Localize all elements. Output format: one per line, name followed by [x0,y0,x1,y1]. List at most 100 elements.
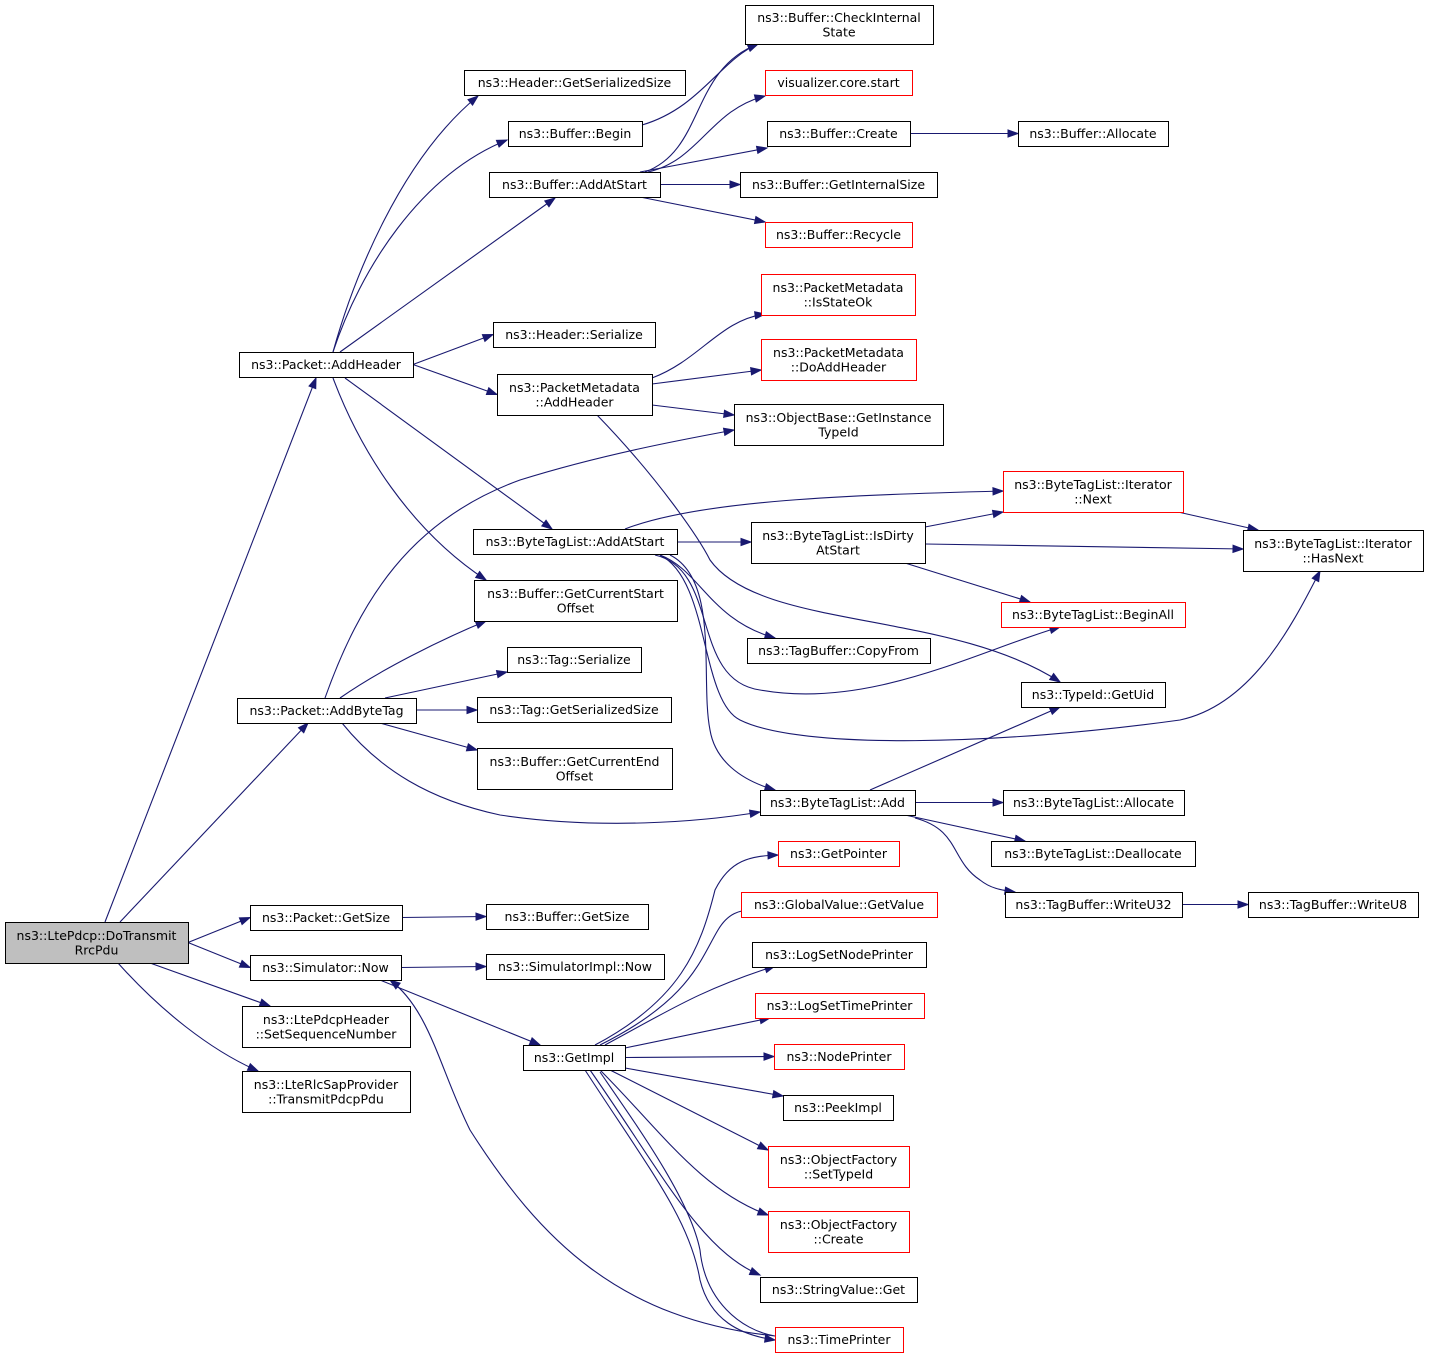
function-node-btl-deallocate[interactable]: ns3::ByteTagList::Deallocate [991,841,1196,867]
function-node-buf-recycle[interactable]: ns3::Buffer::Recycle [765,222,913,248]
function-node-hdr-getsersize[interactable]: ns3::Header::GetSerializedSize [464,70,686,96]
node-box[interactable] [250,905,403,931]
function-node-pkt-getsize[interactable]: ns3::Packet::GetSize [250,905,403,931]
node-box[interactable] [734,404,944,446]
function-node-tag-serialize[interactable]: ns3::Tag::Serialize [507,647,642,673]
node-box[interactable] [741,892,938,918]
function-node-btl-iter-next[interactable]: ns3::ByteTagList::Iterator::Next [1003,471,1184,513]
function-node-buf-getinternalsize[interactable]: ns3::Buffer::GetInternalSize [740,172,938,198]
node-box[interactable] [751,522,926,564]
function-node-stringvalue-get[interactable]: ns3::StringValue::Get [760,1277,918,1303]
function-node-btl-add[interactable]: ns3::ByteTagList::Add [760,790,916,816]
node-box[interactable] [1021,682,1166,708]
function-node-peekimpl[interactable]: ns3::PeekImpl [783,1095,894,1121]
node-box[interactable] [768,1211,910,1253]
node-box[interactable] [760,790,916,816]
node-box[interactable] [508,121,643,147]
node-box[interactable] [486,954,665,980]
node-box[interactable] [474,580,678,622]
node-box[interactable] [523,1045,626,1071]
function-node-getpointer[interactable]: ns3::GetPointer [778,841,900,867]
function-node-of-create[interactable]: ns3::ObjectFactory::Create [768,1211,910,1253]
function-node-pm-doaddheader[interactable]: ns3::PacketMetadata::DoAddHeader [761,339,917,381]
function-node-pm-addheader[interactable]: ns3::PacketMetadata::AddHeader [497,374,653,416]
node-box[interactable] [237,698,417,724]
node-box[interactable] [507,647,642,673]
node-box[interactable] [493,322,656,348]
function-node-tagbuf-writeu8[interactable]: ns3::TagBuffer::WriteU8 [1248,892,1419,918]
node-box[interactable] [752,942,927,968]
node-box[interactable] [239,352,414,378]
function-node-timeprinter[interactable]: ns3::TimePrinter [775,1327,904,1353]
node-box[interactable] [760,1277,918,1303]
function-node-viz-start[interactable]: visualizer.core.start [765,70,913,96]
function-node-pkt-addheader[interactable]: ns3::Packet::AddHeader [239,352,414,378]
node-box[interactable] [775,1327,904,1353]
node-box[interactable] [489,172,661,198]
node-box[interactable] [778,841,900,867]
function-node-nodeprinter[interactable]: ns3::NodePrinter [774,1044,905,1070]
node-box[interactable] [765,70,913,96]
node-box[interactable] [473,529,678,555]
node-box[interactable] [765,222,913,248]
function-node-btl-addatstart[interactable]: ns3::ByteTagList::AddAtStart [473,529,678,555]
function-node-typeid-getuid[interactable]: ns3::TypeId::GetUid [1021,682,1166,708]
node-box[interactable] [783,1095,894,1121]
function-node-simimpl-now[interactable]: ns3::SimulatorImpl::Now [486,954,665,980]
node-box[interactable] [755,993,925,1019]
function-node-pkt-addbytetag[interactable]: ns3::Packet::AddByteTag [237,698,417,724]
node-box[interactable] [242,1006,411,1048]
node-box[interactable] [1018,121,1169,147]
function-node-getimpl[interactable]: ns3::GetImpl [523,1045,626,1071]
node-box[interactable] [747,638,931,664]
function-node-gv-getvalue[interactable]: ns3::GlobalValue::GetValue [741,892,938,918]
node-box[interactable] [745,5,934,45]
node-box[interactable] [242,1071,411,1113]
node-box[interactable] [477,697,672,723]
node-box[interactable] [767,121,911,147]
function-node-tagbuf-writeu32[interactable]: ns3::TagBuffer::WriteU32 [1005,892,1183,918]
node-box[interactable] [497,374,653,416]
function-node-buf-create[interactable]: ns3::Buffer::Create [767,121,911,147]
node-box[interactable] [774,1044,905,1070]
node-box[interactable] [991,841,1196,867]
function-node-btl-allocate[interactable]: ns3::ByteTagList::Allocate [1003,790,1185,816]
node-box[interactable] [1003,471,1184,513]
function-node-tagbuf-copyfrom[interactable]: ns3::TagBuffer::CopyFrom [747,638,931,664]
function-node-hdr-serialize[interactable]: ns3::Header::Serialize [493,322,656,348]
function-node-sim-now[interactable]: ns3::Simulator::Now [250,955,402,981]
node-box[interactable] [1001,602,1186,628]
function-node-buf-getsize[interactable]: ns3::Buffer::GetSize [486,904,649,930]
function-node-buf-allocate[interactable]: ns3::Buffer::Allocate [1018,121,1169,147]
function-node-of-settypeid[interactable]: ns3::ObjectFactory::SetTypeId [768,1146,910,1188]
function-node-btl-beginall[interactable]: ns3::ByteTagList::BeginAll [1001,602,1186,628]
function-node-rlc-transmit[interactable]: ns3::LteRlcSapProvider::TransmitPdcpPdu [242,1071,411,1113]
node-box[interactable] [5,922,189,964]
node-box[interactable] [1243,530,1424,572]
node-box[interactable] [464,70,686,96]
function-node-buf-begin[interactable]: ns3::Buffer::Begin [508,121,643,147]
node-box[interactable] [486,904,649,930]
node-box[interactable] [1005,892,1183,918]
function-node-tag-getsersize[interactable]: ns3::Tag::GetSerializedSize [477,697,672,723]
node-box[interactable] [1248,892,1419,918]
node-box[interactable] [250,955,402,981]
function-node-btl-iter-hasnext[interactable]: ns3::ByteTagList::Iterator::HasNext [1243,530,1424,572]
node-box[interactable] [768,1146,910,1188]
function-node-pm-isstateok[interactable]: ns3::PacketMetadata::IsStateOk [761,274,916,316]
function-node-logsetnodeprinter[interactable]: ns3::LogSetNodePrinter [752,942,927,968]
function-node-buf-addatstart[interactable]: ns3::Buffer::AddAtStart [489,172,661,198]
node-box[interactable] [1003,790,1185,816]
node-box[interactable] [740,172,938,198]
function-node-pdcp-setseq[interactable]: ns3::LtePdcpHeader::SetSequenceNumber [242,1006,411,1048]
function-node-logsettimeprinter[interactable]: ns3::LogSetTimePrinter [755,993,925,1019]
node-box[interactable] [477,748,673,790]
node-box[interactable] [761,274,916,316]
node-box[interactable] [761,339,917,381]
